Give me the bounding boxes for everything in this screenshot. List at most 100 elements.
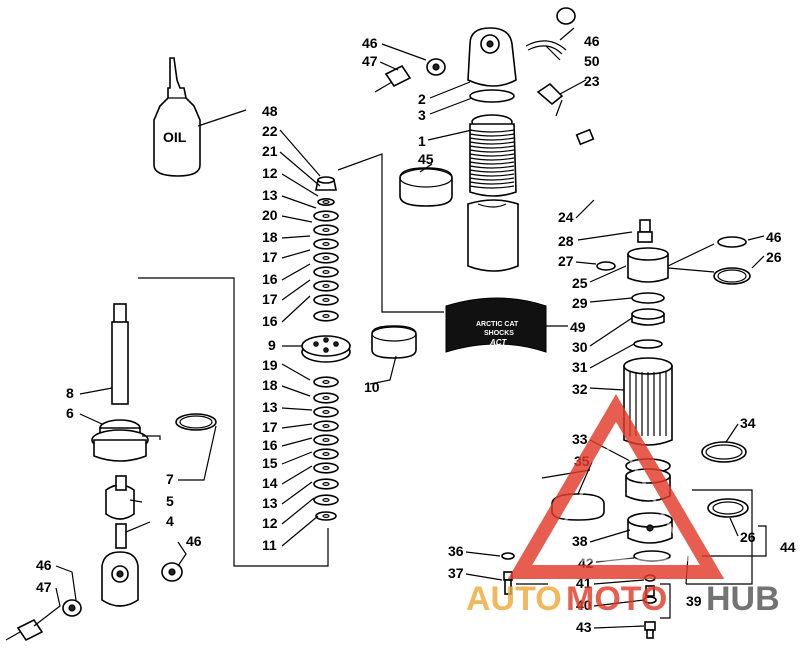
callout-c28: 28 (558, 233, 574, 249)
watermark-text-hub: HUB (706, 580, 780, 618)
callout-c3: 3 (418, 107, 426, 123)
shim-washer (313, 478, 339, 490)
shim-washer (313, 224, 339, 236)
shim-washer (313, 280, 339, 292)
watermark-text-moto: MOTO (566, 580, 667, 618)
callout-c25: 25 (572, 275, 588, 291)
callout-c21: 21 (262, 143, 278, 159)
reservoir-cap (596, 236, 751, 349)
shim-washer (313, 252, 339, 264)
callout-c10: 10 (364, 379, 380, 395)
callout-c50: 50 (584, 53, 600, 69)
callout-c7: 7 (166, 471, 174, 487)
callout-c39: 39 (686, 593, 702, 609)
shim-washer (313, 462, 339, 474)
callout-c31: 31 (572, 359, 588, 375)
watermark-logo: AUTO MOTO HUB (466, 394, 780, 618)
shim-washer (313, 448, 339, 460)
shim-washer (315, 511, 337, 521)
callout-c23: 23 (584, 73, 600, 89)
callout-c33: 33 (572, 431, 588, 447)
callout-c47b: 47 (36, 579, 52, 595)
shim-washer (313, 420, 339, 432)
callout-c44: 44 (780, 539, 796, 555)
callout-c17a: 17 (262, 249, 278, 265)
callout-c45: 45 (418, 151, 434, 167)
shim-washer (313, 310, 339, 322)
callout-c17b: 17 (262, 291, 278, 307)
callout-c38: 38 (572, 533, 588, 549)
callout-c40: 40 (576, 597, 592, 613)
callout-c12b: 12 (262, 515, 278, 531)
shaft-assembly (91, 303, 217, 607)
shock-decal: ARCTIC CAT SHOCKS ACT (445, 297, 547, 353)
callout-c11: 11 (262, 537, 277, 553)
top-bushings-right (525, 7, 576, 117)
reservoir-hose (544, 128, 653, 243)
callout-c46d: 46 (186, 533, 202, 549)
callout-c17c: 17 (262, 419, 278, 435)
callout-c6: 6 (66, 405, 74, 421)
shim-washer (313, 376, 339, 388)
callout-c26a: 26 (766, 249, 782, 265)
callout-c8: 8 (66, 385, 74, 401)
callout-c13b: 13 (262, 399, 278, 415)
callout-c19: 19 (262, 357, 278, 373)
decal-line2: SHOCKS (484, 330, 514, 337)
oil-bottle: OIL (153, 57, 201, 177)
leader-lines (33, 27, 765, 629)
piston-band (371, 325, 417, 359)
callout-c46b: 46 (584, 33, 600, 49)
shim-washer (313, 434, 339, 446)
lock-ring (399, 167, 453, 207)
shim-washer (313, 210, 339, 222)
reservoir-body (623, 357, 673, 446)
callout-c24: 24 (558, 209, 574, 225)
watermark-text-auto: AUTO (466, 580, 562, 618)
callout-c16c: 16 (262, 437, 278, 453)
decal-line1: ARCTIC CAT (476, 321, 519, 328)
shim-washer (313, 392, 339, 404)
bottom-bushings (5, 562, 183, 642)
callout-c18a: 18 (262, 229, 278, 245)
callout-c20: 20 (262, 207, 278, 223)
top-mount-eye (467, 27, 517, 130)
shim-washer (313, 494, 339, 506)
callout-c48: 48 (262, 103, 278, 119)
callout-c1: 1 (418, 133, 426, 149)
callout-c43: 43 (576, 619, 592, 635)
callout-c2: 2 (418, 91, 426, 107)
callout-c16a: 16 (262, 271, 278, 287)
callout-c18b: 18 (262, 377, 278, 393)
callout-c36: 36 (448, 543, 464, 559)
floating-piston (551, 441, 749, 562)
shim-washer (317, 198, 335, 207)
spring-body (467, 123, 519, 272)
shim-washer (313, 238, 339, 250)
callout-c34: 34 (740, 415, 756, 431)
callout-c30: 30 (572, 339, 588, 355)
oil-label-text: OIL (163, 129, 187, 145)
callout-c13a: 13 (262, 187, 278, 203)
callout-c46e: 46 (766, 229, 782, 245)
callout-c13c: 13 (262, 495, 278, 511)
callout-c49: 49 (570, 319, 586, 335)
piston (301, 335, 351, 363)
callout-c12a: 12 (262, 165, 278, 181)
shim-washer (313, 406, 339, 418)
callout-c26b: 26 (740, 529, 756, 545)
valve-shim-stack (313, 176, 339, 521)
callout-c46a: 46 (362, 35, 378, 51)
shim-washer (313, 266, 339, 278)
callout-c15: 15 (262, 455, 278, 471)
callout-c16b: 16 (262, 313, 278, 329)
callout-c22: 22 (262, 123, 278, 139)
callout-c27: 27 (558, 253, 574, 269)
callout-c47a: 47 (362, 53, 378, 69)
top-bushings-left (374, 58, 446, 93)
callout-c5: 5 (166, 493, 174, 509)
callout-c14: 14 (262, 475, 278, 491)
decal-logo: ACT (489, 338, 508, 347)
callout-c46c: 46 (36, 557, 52, 573)
